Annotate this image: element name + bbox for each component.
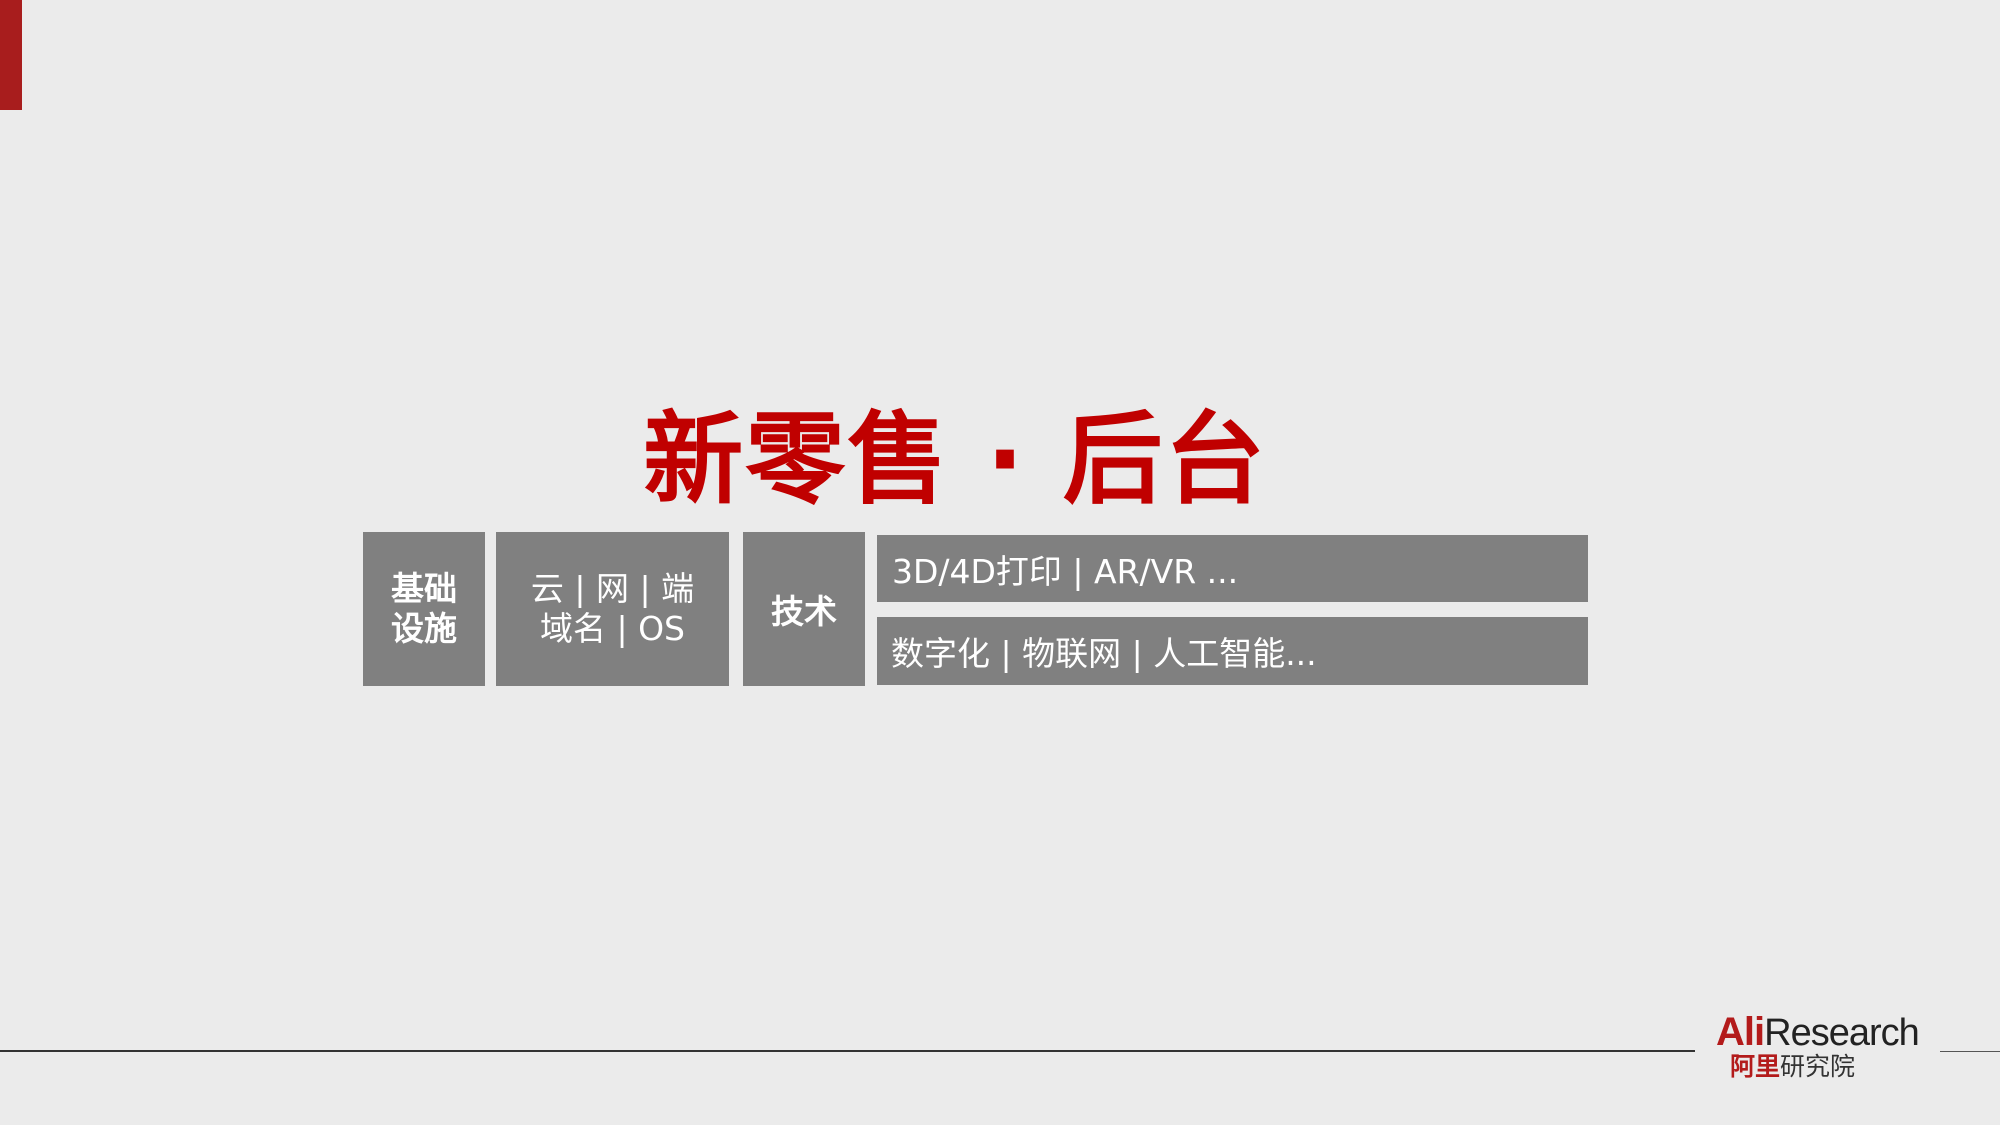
infrastructure-items-line1: 云 | 网 | 端 [530,569,695,609]
logo-chinese: 阿里研究院 [1730,1054,1936,1079]
logo-cn-dark: 研究院 [1780,1052,1856,1081]
technology-label-box: 技术 [743,532,865,686]
technology-row-1: 3D/4D打印 | AR/VR ... [877,535,1588,602]
aliresearch-logo: AliResearch 阿里研究院 [1716,1012,1936,1087]
technology-row-1-text: 3D/4D打印 | AR/VR ... [892,551,1239,591]
logo-wordmark: AliResearch [1716,1012,1936,1052]
slide-title: 新零售 · 后台 [643,401,1267,518]
technology-row-2-text: 数字化 | 物联网 | 人工智能... [891,634,1317,673]
logo-cn-red: 阿里 [1730,1052,1781,1081]
infrastructure-items-line2: 域名 | OS [539,609,686,648]
corner-accent-bar [0,0,22,110]
technology-row-2: 数字化 | 物联网 | 人工智能... [877,617,1588,685]
infrastructure-label-line2: 设施 [391,609,457,648]
footer-rule-right [1940,1051,2000,1052]
infrastructure-items-box: 云 | 网 | 端 域名 | OS [496,532,729,686]
logo-research: Research [1764,1012,1920,1054]
technology-label: 技术 [771,592,837,631]
footer-rule-left [0,1050,1695,1052]
infrastructure-label-box: 基础 设施 [363,532,485,686]
infrastructure-label-line1: 基础 [391,569,457,609]
logo-ali: Ali [1716,1010,1765,1054]
